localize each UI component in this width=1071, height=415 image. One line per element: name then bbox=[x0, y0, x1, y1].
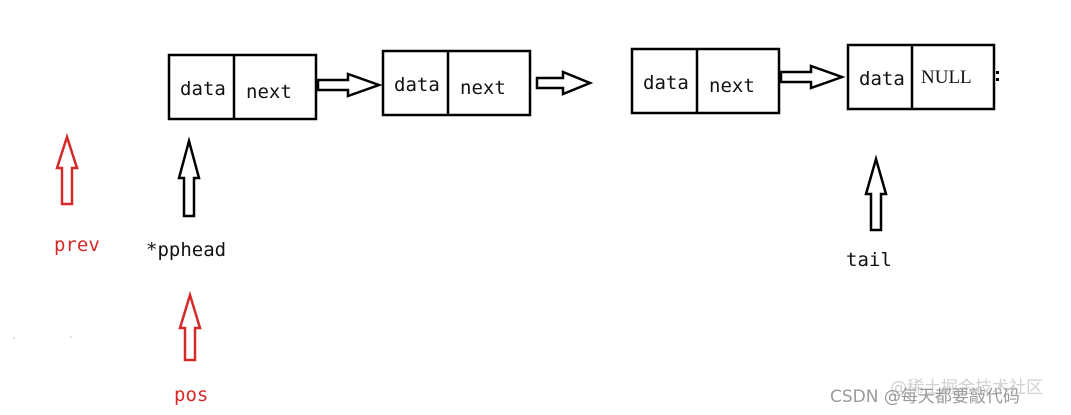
tail-pointer-arrow bbox=[864, 154, 888, 232]
node-2-box bbox=[381, 49, 532, 117]
node-4-next-field: NULL bbox=[921, 67, 972, 88]
node-3-data-field: data bbox=[643, 72, 689, 94]
node-2: data next bbox=[381, 49, 532, 117]
stray-dot-2 bbox=[70, 336, 72, 338]
node-3-box bbox=[630, 47, 781, 115]
pos-label: pos bbox=[174, 384, 208, 406]
node-4-box bbox=[846, 43, 996, 111]
next-arrow-1-to-2 bbox=[316, 72, 383, 98]
node-2-next-field: next bbox=[460, 77, 506, 99]
next-arrow-2-to-3 bbox=[535, 70, 594, 96]
node-2-data-field: data bbox=[394, 74, 440, 96]
stray-dot-1 bbox=[13, 337, 15, 339]
juejin-watermark: @稀土掘金技术社区 bbox=[890, 378, 1043, 398]
pphead-label: *pphead bbox=[146, 239, 226, 261]
prev-pointer-arrow bbox=[55, 132, 79, 206]
csdn-watermark: CSDN @每天都要敲代码 bbox=[830, 387, 1020, 407]
next-arrow-3-to-4 bbox=[779, 64, 846, 90]
node-1-next-field: next bbox=[246, 81, 292, 103]
node-4-data-field: data bbox=[859, 68, 905, 90]
pphead-pointer-arrow bbox=[177, 136, 201, 218]
pos-pointer-arrow bbox=[178, 290, 202, 362]
node-1-data-field: data bbox=[180, 78, 226, 100]
node-4-edge-mark-2 bbox=[996, 78, 999, 81]
tail-label: tail bbox=[846, 249, 892, 271]
node-3: data next bbox=[630, 47, 781, 115]
prev-label: prev bbox=[54, 234, 100, 256]
node-4-edge-mark bbox=[996, 71, 999, 74]
node-3-next-field: next bbox=[709, 75, 755, 97]
node-4: data NULL bbox=[846, 43, 999, 111]
node-1: data next bbox=[167, 53, 318, 121]
node-1-box bbox=[167, 53, 318, 121]
